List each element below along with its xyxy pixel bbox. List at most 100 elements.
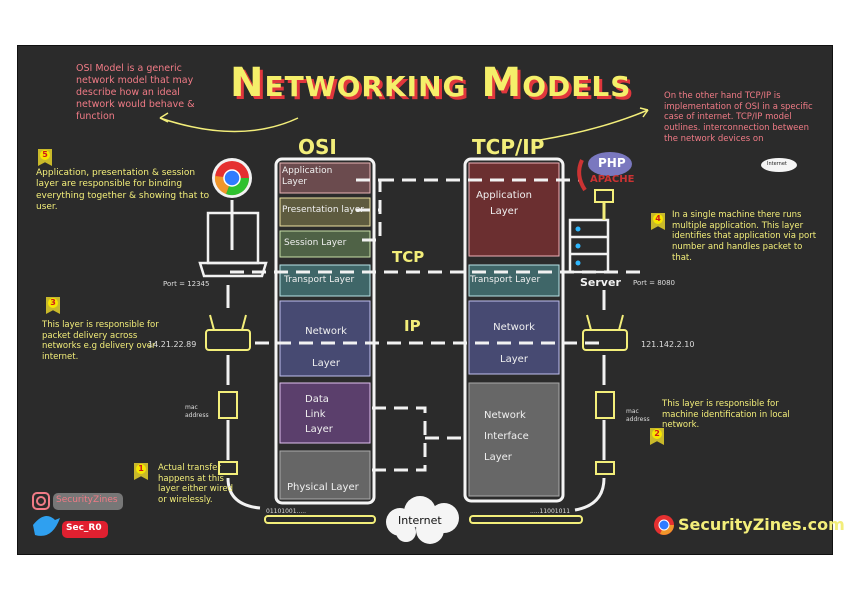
arrow-to-osi-note [159, 117, 299, 133]
arrow-to-tcpip-note [539, 109, 649, 141]
note-4: In a single machine there runs multiple … [672, 210, 817, 263]
drawing-stroke [372, 406, 469, 472]
server-ethernet-port-icon [595, 461, 615, 475]
twitter-handle[interactable]: Sec_R0 [66, 523, 102, 533]
page-title: Networking Models [230, 60, 632, 106]
osi-layer-physical: Physical Layer [287, 482, 359, 493]
osi-heading: OSI [298, 135, 337, 159]
drawing-stroke [226, 200, 606, 512]
tcpip-layer-network-interface: Network Interface Layer [484, 410, 529, 463]
client-port: Port = 12345 [163, 280, 210, 288]
instagram-handle[interactable]: SecurityZines [56, 495, 118, 505]
tcpip-layer-network: Network Layer [493, 322, 535, 365]
client-bits: 01101001..... [266, 508, 307, 515]
drawing-stroke [53, 493, 123, 510]
drawing-stroke [594, 189, 614, 203]
tcpip-network-block [468, 300, 560, 375]
drawing-stroke [761, 158, 797, 172]
tcpip-layer-transport: Transport Layer [470, 275, 541, 285]
osi-presentation-block [279, 197, 371, 227]
client-router-icon [205, 314, 251, 351]
note-badge-5: 5 [38, 149, 52, 166]
server-bits: .....11001011 [530, 508, 571, 515]
server-port: Port = 8080 [633, 279, 676, 287]
internet-badge: Internet [767, 161, 787, 167]
drawing-stroke [761, 158, 797, 172]
note-badge-2: 2 [650, 428, 664, 445]
osi-description: OSI Model is a generic network model tha… [76, 63, 195, 122]
server-router-icon [582, 314, 628, 351]
drawing-stroke [658, 519, 670, 531]
drawing-stroke [575, 243, 581, 249]
tcp-protocol-label: TCP [392, 248, 425, 266]
arrow-head [159, 112, 169, 123]
note-5: Application, presentation & session laye… [36, 168, 210, 212]
client-cable [264, 515, 376, 524]
website-chrome-icon [654, 515, 674, 535]
apache-feather-icon [577, 159, 587, 192]
internet-cloud [386, 496, 459, 544]
server-mac-label: mac address [626, 408, 650, 423]
server-switch-icon [595, 391, 615, 419]
apache-label: APACHE [590, 174, 635, 185]
drawing-stroke [574, 290, 606, 512]
drawing-stroke [639, 107, 649, 118]
tcpip-description: On the other hand TCP/IP is implementati… [664, 91, 813, 144]
instagram-icon [32, 492, 50, 510]
internet-cloud-label: Internet [398, 514, 442, 527]
drawing-stroke [209, 314, 247, 331]
note-badge-1: 1 [134, 463, 148, 480]
osi-transport-block [279, 264, 371, 297]
server-icon [568, 218, 610, 274]
osi-layer-transport: Transport Layer [284, 275, 355, 285]
note-badge-3: 3 [46, 297, 60, 314]
osi-application-block [279, 162, 371, 194]
drawing-stroke [582, 329, 628, 351]
drawing-stroke [226, 285, 261, 510]
note-badge-4: 4 [651, 213, 665, 230]
note-1: Actual transfer happens at this layer ei… [158, 463, 234, 505]
drawing-stroke [568, 218, 610, 274]
drawing-stroke [223, 169, 241, 187]
php-logo [588, 152, 632, 176]
osi-session-block [279, 230, 371, 258]
drawing-stroke [575, 226, 581, 232]
drawing-stroke [62, 521, 108, 538]
server-label: Server [580, 276, 621, 289]
osi-layer-application: Application Layer [282, 166, 333, 188]
laptop-icon [198, 211, 268, 278]
drawing-stroke [36, 496, 46, 506]
server-cable [469, 515, 583, 524]
tcpip-network-interface-block [468, 382, 560, 497]
drawing-stroke [356, 178, 580, 242]
client-ip: 14.21.22.89 [148, 340, 197, 349]
osi-layer-presentation: Presentation layer [282, 205, 364, 215]
php-label: PHP [598, 156, 626, 170]
osi-stack-outline [274, 157, 376, 505]
twitter-icon [33, 516, 60, 536]
osi-physical-block [279, 450, 371, 500]
server-ip: 121.142.2.10 [641, 340, 695, 349]
website-link[interactable]: SecurityZines.com [678, 515, 845, 534]
note-2: This layer is responsible for machine id… [662, 399, 790, 431]
ip-protocol-label: IP [404, 317, 421, 335]
drawing-stroke [586, 314, 624, 331]
client-mac-label: mac address [185, 404, 209, 419]
drawing-stroke [198, 261, 268, 278]
tcpip-layer-application: Application Layer [476, 190, 532, 217]
osi-layer-datalink: Data Link Layer [305, 394, 333, 435]
drawing-stroke [396, 522, 416, 542]
tcpip-stack-outline [463, 157, 565, 503]
chrome-icon [212, 158, 252, 198]
tcpip-transport-block [468, 264, 560, 297]
osi-layer-session: Session Layer [284, 238, 347, 248]
tcpip-heading: TCP/IP [472, 135, 545, 159]
drawing-stroke [570, 235, 608, 256]
drawing-stroke [575, 260, 581, 266]
drawing-stroke [205, 314, 628, 524]
drawing-stroke [205, 329, 251, 351]
client-ethernet-port-icon [218, 461, 238, 475]
osi-network-block [279, 300, 371, 377]
